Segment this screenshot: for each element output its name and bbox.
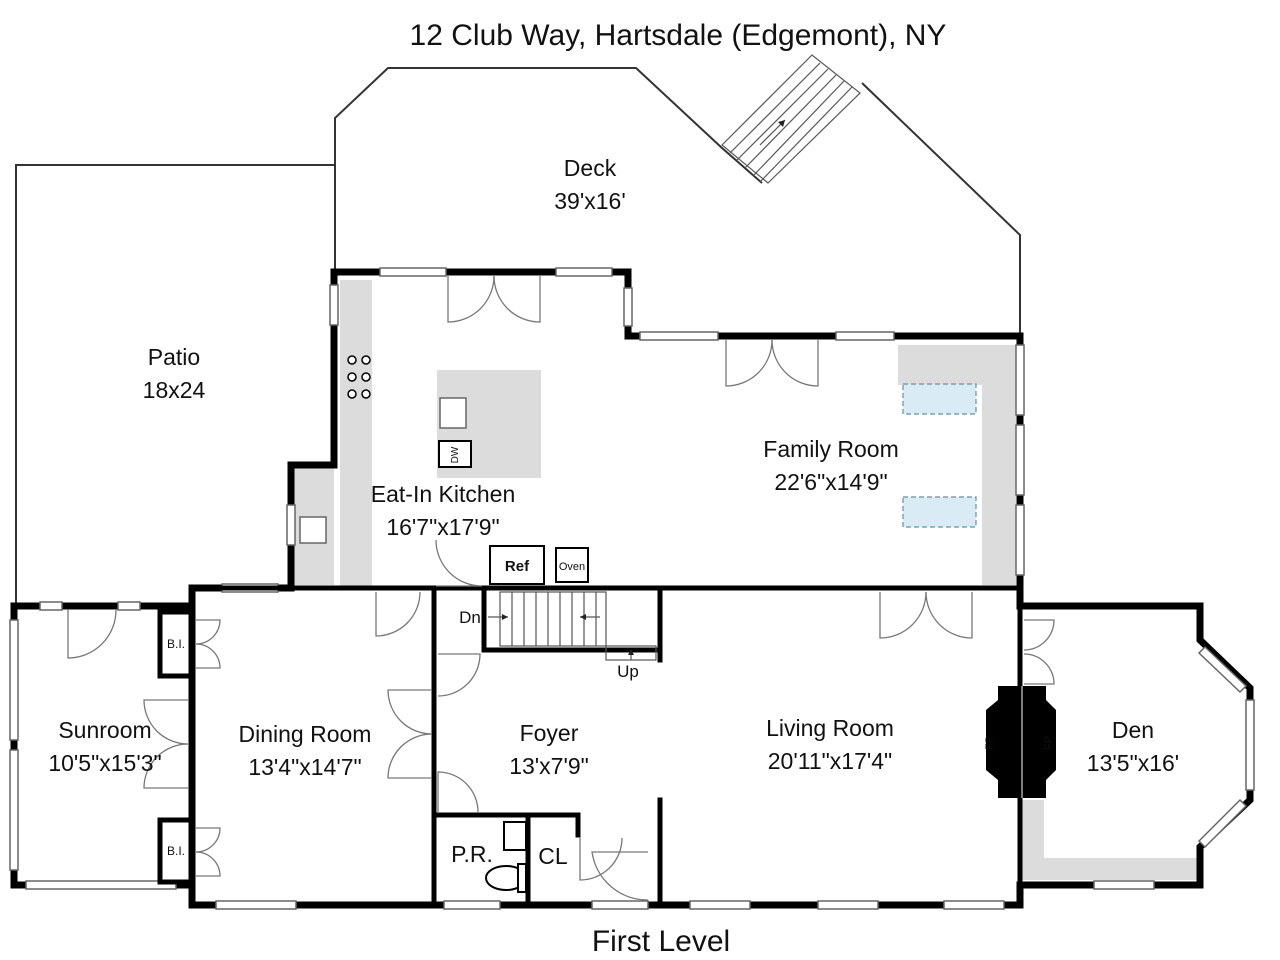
skylight-icon	[902, 383, 977, 415]
room-name: Patio	[148, 344, 200, 370]
fireplace-label: FP	[984, 736, 996, 750]
stairs-up-label: Up	[617, 662, 639, 681]
deck-stairs	[721, 54, 861, 184]
built-in-label: B.I.	[167, 637, 185, 651]
room-label-deck: Deck 39'x16'	[554, 155, 625, 214]
room-name: Den	[1112, 717, 1154, 743]
stovetop-icon	[347, 355, 371, 399]
room-size: 13'x7'9"	[509, 753, 589, 779]
plan-title: 12 Club Way, Hartsdale (Edgemont), NY	[410, 19, 947, 52]
built-in-label: B.I.	[167, 844, 185, 858]
closet-label: CL	[538, 843, 568, 869]
built-in-cabinet-top	[157, 609, 195, 679]
room-size: 13'5"x16'	[1087, 750, 1179, 776]
room-name: Foyer	[520, 720, 579, 746]
windows	[9, 267, 1255, 910]
room-label-den: Den 13'5"x16'	[1087, 717, 1179, 776]
room-label-foyer: Foyer 13'x7'9"	[509, 720, 589, 779]
room-name: Family Room	[763, 436, 898, 462]
room-label-patio: Patio 18x24	[143, 344, 206, 403]
island-sink-icon	[439, 397, 467, 429]
room-size: 18x24	[143, 377, 206, 403]
room-size: 39'x16'	[554, 188, 625, 214]
interior-walls	[157, 585, 1023, 908]
powder-room-fixtures	[485, 821, 527, 893]
room-size: 20'11"x17'4"	[768, 748, 892, 774]
refrigerator-icon	[489, 545, 545, 585]
oven-icon	[555, 547, 589, 583]
room-label-living: Living Room 20'11"x17'4"	[766, 715, 894, 774]
room-label-kitchen: Eat-In Kitchen 16'7"x17'9"	[371, 481, 515, 540]
room-label-dining: Dining Room 13'4"x14'7"	[239, 721, 372, 780]
level-label: First Level	[592, 925, 730, 958]
sink-icon	[299, 516, 327, 544]
appliances	[438, 440, 589, 585]
room-size: 10'5"x15'3"	[48, 750, 161, 776]
room-name: Deck	[564, 155, 617, 181]
doors	[67, 275, 1055, 901]
room-name: Eat-In Kitchen	[371, 481, 515, 507]
oven-label: Oven	[559, 561, 585, 573]
room-label-sunroom: Sunroom 10'5"x15'3"	[48, 717, 161, 776]
room-name: Dining Room	[239, 721, 372, 747]
refrigerator-label: Ref	[505, 558, 530, 575]
built-in-cabinet-bottom	[157, 817, 195, 885]
dishwasher-icon	[438, 440, 472, 468]
deck-area	[334, 67, 1021, 333]
room-label-family: Family Room 22'6"x14'9"	[763, 436, 898, 495]
room-size: 13'4"x14'7"	[248, 754, 361, 780]
room-name: Sunroom	[58, 717, 151, 743]
room-size: 16'7"x17'9"	[386, 514, 499, 540]
interior-stairs	[488, 591, 657, 661]
fireplace	[986, 686, 1056, 798]
stairs-down-label: Dn	[459, 608, 481, 627]
dishwasher-label: DW	[450, 446, 461, 463]
den-bench	[1020, 800, 1200, 880]
vanity-sink-icon	[503, 821, 527, 851]
skylight-icon	[902, 496, 977, 528]
room-name: Living Room	[766, 715, 894, 741]
room-size: 22'6"x14'9"	[774, 469, 887, 495]
family-room-built-in	[898, 345, 1016, 585]
fireplace-label: FP	[1043, 736, 1055, 750]
powder-room-label: P.R.	[451, 841, 493, 867]
